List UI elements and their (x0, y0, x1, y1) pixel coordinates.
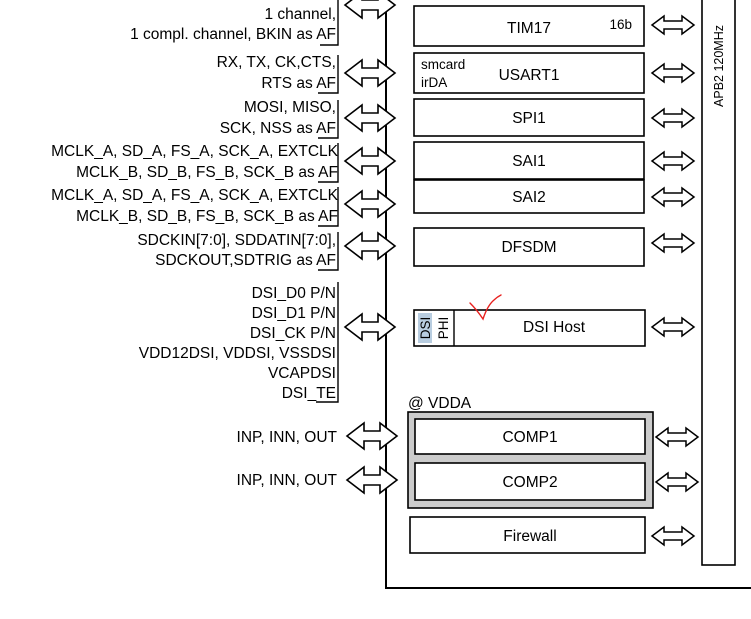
comp2-label: COMP2 (502, 474, 557, 491)
spi1-io-arrow (344, 104, 396, 132)
dsi-signal-line-4: VDD12DSI, VDDSI, VSSDSI (139, 345, 336, 362)
usart1-irda-label: irDA (421, 75, 447, 90)
sai1-signal-line-1: MCLK_A, SD_A, FS_A, SCK_A, EXTCLK (51, 143, 339, 160)
sai2-signal-bracket (318, 187, 339, 227)
dfsdm-block[interactable]: DFSDM (413, 227, 645, 267)
sai2-io-arrow (344, 190, 396, 218)
usart1-bus-arrow (651, 63, 695, 83)
firewall-block[interactable]: Firewall (409, 516, 646, 554)
firewall-row: Firewall (409, 516, 695, 554)
sai1-bus-arrow (651, 151, 695, 171)
sai1-signal-bracket (318, 143, 339, 183)
comp1-label: COMP1 (502, 429, 557, 446)
tim17-io-arrow (344, 0, 396, 19)
dsi-signal-line-2: DSI_D1 P/N (252, 305, 336, 322)
tim17-label: TIM17 (507, 20, 551, 37)
sai2-label: SAI2 (512, 189, 546, 206)
usart1-row: RX, TX, CK,CTS, RTS as AF smcard irDA US… (217, 52, 695, 94)
dsi-signal-line-5: VCAPDSI (268, 365, 336, 382)
comp1-block[interactable]: COMP1 (414, 418, 646, 455)
usart1-signal-line-2: RTS as AF (261, 75, 336, 92)
sai2-bus-arrow (651, 187, 695, 207)
firewall-bus-arrow (651, 526, 695, 546)
comp-group-label: @ VDDA (408, 395, 472, 412)
comp2-io-arrow (346, 466, 398, 494)
comp1-bus-arrow (655, 427, 699, 447)
dsi-signal-bracket (316, 282, 339, 403)
dfsdm-signal-line-1: SDCKIN[7:0], SDDATIN[7:0], (137, 232, 336, 249)
firewall-label: Firewall (503, 528, 556, 545)
tim17-signal-bracket (320, 0, 339, 46)
tim17-bus-arrow (651, 15, 695, 35)
apb2-bus-bar: APB2 120MHz (701, 0, 736, 566)
usart1-signal-bracket (318, 55, 339, 94)
dsi-phy-highlight (418, 313, 432, 343)
dsi-signal-line-6: DSI_TE (282, 385, 336, 402)
dsi-phy-phi-label: PHI (436, 317, 451, 340)
internal-bus-line (385, 0, 751, 589)
usart1-io-arrow (344, 59, 396, 87)
sai2-block[interactable]: SAI2 (413, 179, 645, 214)
spi1-bus-arrow (651, 108, 695, 128)
comp2-block[interactable]: COMP2 (414, 462, 646, 501)
dsi-phy-dsi-label: DSI (418, 317, 433, 340)
sai2-signal-line-1: MCLK_A, SD_A, FS_A, SCK_A, EXTCLK (51, 187, 339, 204)
comp2-bus-arrow (655, 472, 699, 492)
dfsdm-row: SDCKIN[7:0], SDDATIN[7:0], SDCKOUT,SDTRI… (137, 227, 695, 271)
sai1-signal-line-2: MCLK_B, SD_B, FS_B, SCK_B as AF (76, 164, 338, 181)
dfsdm-bus-arrow (651, 233, 695, 253)
sai1-label: SAI1 (512, 153, 546, 170)
dsi-host-block[interactable]: DSI PHI DSI Host (413, 309, 646, 347)
dsi-bus-arrow (651, 317, 695, 337)
dfsdm-io-arrow (344, 232, 396, 260)
dfsdm-signal-bracket (318, 232, 339, 271)
tim17-width-label: 16b (609, 17, 632, 32)
comp2-signals: INP, INN, OUT (237, 472, 338, 489)
sai1-io-arrow (344, 147, 396, 175)
tim17-block[interactable]: TIM17 16b (413, 5, 645, 47)
red-checkmark-annotation (469, 294, 502, 321)
comp1-io-arrow (346, 422, 398, 450)
sai1-row: MCLK_A, SD_A, FS_A, SCK_A, EXTCLK MCLK_B… (51, 141, 695, 183)
dsi-host-label: DSI Host (523, 319, 586, 336)
spi1-label: SPI1 (512, 110, 546, 127)
spi1-signal-line-1: MOSI, MISO, (244, 99, 336, 116)
spi1-signal-bracket (318, 100, 339, 139)
spi1-row: MOSI, MISO, SCK, NSS as AF SPI1 (220, 98, 695, 139)
sai1-block[interactable]: SAI1 (413, 141, 645, 180)
usart1-signal-line-1: RX, TX, CK,CTS, (217, 54, 336, 71)
dsi-signal-line-3: DSI_CK P/N (250, 325, 336, 342)
tim17-signal-line-2: 1 compl. channel, BKIN as AF (130, 26, 336, 43)
sai2-row: MCLK_A, SD_A, FS_A, SCK_A, EXTCLK MCLK_B… (51, 179, 695, 227)
tim17-signal-line-1: 1 channel, (264, 6, 336, 23)
usart1-label: USART1 (499, 67, 560, 84)
tim17-row: 1 channel, 1 compl. channel, BKIN as AF … (130, 0, 695, 47)
dsi-row: DSI_D0 P/N DSI_D1 P/N DSI_CK P/N VDD12DS… (139, 282, 695, 403)
dsi-signal-line-1: DSI_D0 P/N (252, 285, 336, 302)
dsi-io-arrow (344, 313, 396, 341)
comp-group: @ VDDA INP, INN, OUT COMP1 INP, INN, OUT… (237, 395, 699, 509)
sai2-signal-line-2: MCLK_B, SD_B, FS_B, SCK_B as AF (76, 208, 338, 225)
usart1-smcard-label: smcard (421, 57, 465, 72)
dfsdm-signal-line-2: SDCKOUT,SDTRIG as AF (155, 252, 336, 269)
apb2-bus-label: APB2 120MHz (712, 25, 726, 107)
spi1-block[interactable]: SPI1 (413, 98, 645, 137)
spi1-signal-line-2: SCK, NSS as AF (220, 120, 336, 137)
comp1-signals: INP, INN, OUT (237, 429, 338, 446)
usart1-block[interactable]: smcard irDA USART1 (413, 52, 645, 94)
dfsdm-label: DFSDM (501, 239, 556, 256)
